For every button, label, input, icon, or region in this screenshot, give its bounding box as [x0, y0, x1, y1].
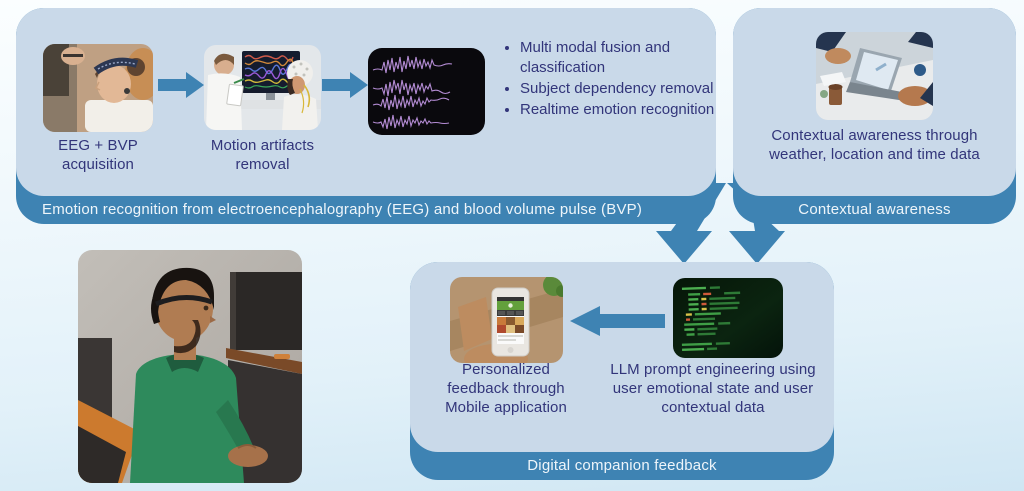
panel-emotion-recognition: EEG + BVP acquisition: [16, 8, 716, 224]
fusion-bullet-list: Multi modal fusion and classification Su…: [502, 38, 716, 121]
right-arrow-1: [158, 72, 204, 98]
motion-artifacts-caption: Motion artifacts removal: [210, 137, 315, 173]
mobile-app-photo: [450, 277, 563, 363]
llm-code-image: [673, 278, 783, 358]
right-arrow-2: [322, 72, 368, 98]
bullet-item: Realtime emotion recognition: [520, 100, 716, 120]
bullet-item: Multi modal fusion and classification: [520, 38, 716, 78]
panel-digital-companion: Personalized feedback through Mobile app…: [410, 262, 834, 480]
motion-artifacts-photo: [204, 45, 321, 130]
contextual-caption: Contextual awareness through weather, lo…: [769, 127, 980, 163]
contextual-awareness-band: Contextual awareness: [798, 201, 951, 218]
eeg-acquisition-caption: EEG + BVP acquisition: [58, 137, 138, 173]
bullet-item: Subject dependency removal: [520, 79, 716, 99]
llm-prompt-caption: LLM prompt engineering using user emotio…: [610, 361, 816, 416]
panel-contextual-awareness: Contextual awareness through weather, lo…: [733, 8, 1016, 224]
emotion-recognition-band: Emotion recognition from electroencephal…: [42, 201, 643, 218]
eeg-waveforms-image: [368, 48, 485, 135]
participant-photo: [78, 250, 302, 483]
mobile-feedback-caption: Personalized feedback through Mobile app…: [445, 361, 567, 416]
eeg-acquisition-photo: [43, 44, 153, 132]
digital-companion-band: Digital companion feedback: [527, 457, 717, 474]
left-arrow-feedback: [570, 306, 665, 336]
contextual-photo: [816, 32, 933, 120]
